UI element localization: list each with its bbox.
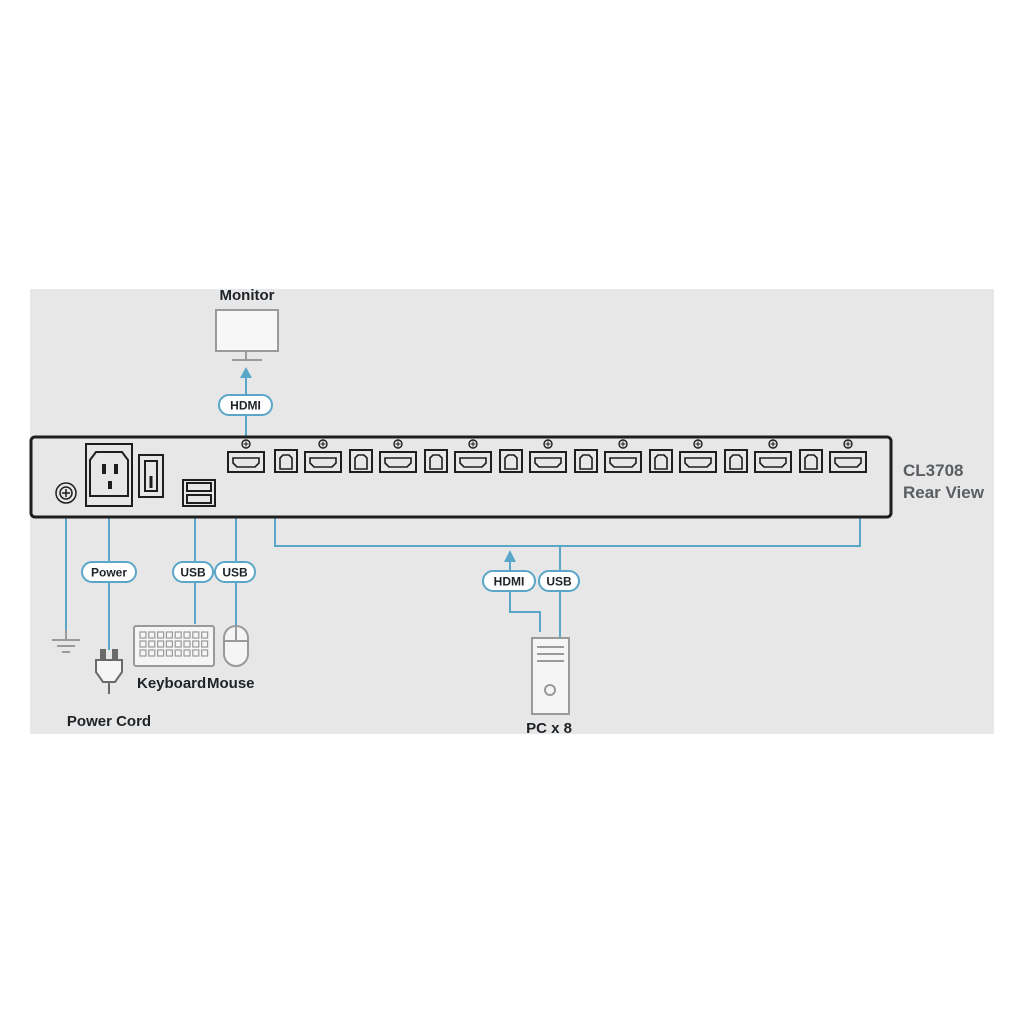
keyboard-icon (133, 625, 215, 667)
usb-b-port-6-icon (649, 449, 673, 473)
port-pair-5 (574, 439, 642, 473)
monitor-icon (215, 309, 279, 361)
keyboard-usb-pill-text: USB (180, 566, 206, 580)
console-usb-ports-icon (182, 479, 216, 507)
pc-port-pairs (227, 439, 867, 473)
port-pair-1 (274, 439, 342, 473)
usb-b-port-5-icon (574, 449, 598, 473)
hdmi-port-8-icon (829, 451, 867, 473)
hdmi-port-7-icon (754, 451, 792, 473)
keyboard-usb-pill: USB (172, 561, 214, 583)
power-inlet-icon (85, 443, 133, 507)
mouse-label: Mouse (207, 675, 255, 692)
usb-b-port-8-icon (799, 449, 823, 473)
pc-hdmi-arrow (504, 550, 516, 562)
hdmi-port-3-icon (454, 451, 492, 473)
monitor-hdmi-pill: HDMI (218, 394, 273, 416)
hdmi-port-4-icon-screw-icon (543, 439, 553, 449)
pc-label: PC x 8 (526, 720, 572, 737)
mouse-usb-pill-text: USB (222, 566, 248, 580)
console-hdmi-port-icon (227, 451, 265, 473)
hdmi-port-3-icon-screw-icon (468, 439, 478, 449)
pc-usb-pill-text: USB (546, 575, 572, 589)
usb-b-port-1-icon (274, 449, 298, 473)
port-pair-3 (424, 439, 492, 473)
port-pair-6 (649, 439, 717, 473)
device-view: Rear View (903, 483, 985, 502)
ground-screw-icon (55, 482, 77, 504)
port-pair-4 (499, 439, 567, 473)
hdmi-port-5-icon (604, 451, 642, 473)
hdmi-port-8-icon-screw-icon (843, 439, 853, 449)
pc-hdmi-pill: HDMI (482, 570, 536, 592)
power-switch-icon (138, 454, 164, 498)
ground-icon (52, 630, 80, 653)
keyboard-label: Keyboard (137, 675, 206, 692)
hdmi-port-2-icon (379, 451, 417, 473)
monitor-hdmi-arrow (240, 367, 252, 378)
usb-b-port-2-icon (349, 449, 373, 473)
hdmi-port-6-icon-screw-icon (693, 439, 703, 449)
hdmi-port-7-icon-screw-icon (768, 439, 778, 449)
pc-usb-pill: USB (538, 570, 580, 592)
usb-b-port-3-icon (424, 449, 448, 473)
hdmi-port-4-icon (529, 451, 567, 473)
mouse-usb-pill: USB (214, 561, 256, 583)
hdmi-port-5-icon-screw-icon (618, 439, 628, 449)
usb-b-port-4-icon (499, 449, 523, 473)
pc-hdmi-pill-text: HDMI (494, 575, 525, 589)
power-pill: Power (81, 561, 137, 583)
hdmi-port-1-icon (304, 451, 342, 473)
mouse-icon (223, 625, 249, 667)
power-plug-icon (95, 649, 123, 694)
port-pair-7 (724, 439, 792, 473)
console-hdmi-port-icon-screw-icon (241, 439, 251, 449)
hdmi-port-2-icon-screw-icon (393, 439, 403, 449)
pc-tower-icon (531, 637, 570, 715)
monitor-label: Monitor (220, 287, 275, 304)
port-pair-2 (349, 439, 417, 473)
usb-b-port-7-icon (724, 449, 748, 473)
port-pair-8 (799, 439, 867, 473)
power-cord-label: Power Cord (67, 713, 151, 730)
device-model: CL3708 (903, 461, 963, 480)
power-pill-text: Power (91, 566, 127, 580)
monitor-hdmi-pill-text: HDMI (230, 399, 261, 413)
hdmi-port-6-icon (679, 451, 717, 473)
kvm-switch-body (29, 435, 893, 519)
hdmi-port-1-icon-screw-icon (318, 439, 328, 449)
